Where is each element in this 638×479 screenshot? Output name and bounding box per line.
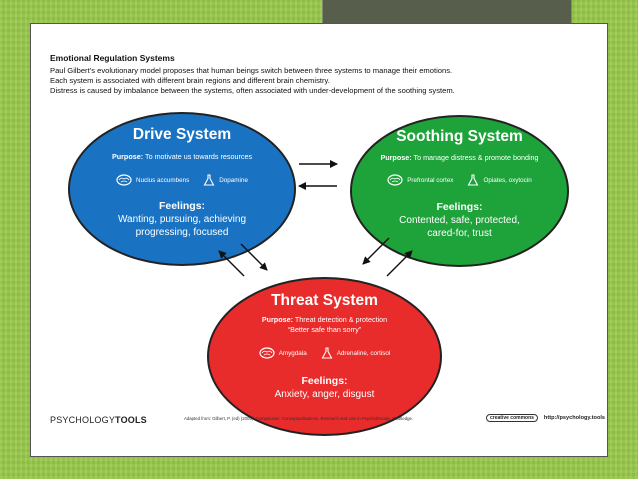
system-arrows [218, 160, 413, 277]
drive-feelings-line-1: Wanting, pursuing, achieving [117, 214, 247, 225]
drive-brain-label: Nuclus accumbens [136, 176, 190, 184]
soothing-brain-label: Prefrontal cortex [407, 176, 454, 184]
threat-brain-label: Amygdala [278, 349, 307, 357]
soothing-purpose-label: Purpose: [380, 153, 412, 162]
source-url[interactable]: http://psychology.tools [543, 415, 606, 421]
brain-icon [259, 347, 275, 359]
intro-line-1: Paul Gilbert’s evolutionary model propos… [50, 66, 453, 75]
soothing-purpose-text: To manage distress & promote bonding [413, 153, 539, 162]
drive-purpose-label: Purpose: [111, 152, 144, 161]
soothing-chem-label: Opiates, oxytocin [483, 176, 532, 184]
threat-brain-item: Amygdala [259, 347, 307, 359]
soothing-purpose: Purpose: To manage distress & promote bo… [352, 153, 567, 162]
drive-brain-item: Nuclus accumbens [116, 174, 189, 186]
soothing-system-ellipse: Soothing System Purpose: To manage distr… [350, 115, 569, 267]
threat-chem-item: Adrenaline, cortisol [321, 347, 391, 359]
psychology-tools-logo: PSYCHOLOGYTOOLS [50, 415, 147, 425]
drive-purpose-text: To motivate us towards resources [144, 152, 253, 161]
drive-system-title: Drive System [132, 126, 232, 143]
intro-line-3: Distress is caused by imbalance between … [50, 86, 455, 95]
logo-text-b: TOOLS [115, 415, 147, 425]
threat-feelings-heading: Feelings: [301, 375, 348, 387]
threat-purpose: Purpose: Threat detection & protection [209, 315, 440, 324]
logo-text-a: PSYCHOLOGY [50, 415, 116, 425]
drive-system-ellipse: Drive System Purpose: To motivate us tow… [68, 112, 296, 266]
drive-chem-label: Dopamine [219, 176, 248, 184]
drive-feelings-heading: Feelings: [158, 200, 206, 212]
soothing-system-title: Soothing System [396, 128, 523, 145]
license-and-url: creative commons http://psychology.tools [486, 414, 605, 422]
soothing-feelings-line-2: cared-for, trust [427, 228, 492, 239]
threat-purpose-text: Threat detection & protection [294, 315, 388, 324]
soothing-feelings-heading: Feelings: [436, 201, 483, 213]
intro-line-2: Each system is associated with different… [50, 76, 330, 85]
threat-purpose-label: Purpose: [261, 315, 293, 324]
threat-items: Amygdala Adrenaline, cortisol [209, 347, 440, 359]
flask-icon [321, 347, 333, 359]
arrow-drive-to-threat [240, 243, 268, 271]
threat-system-title: Threat System [271, 292, 378, 309]
drive-purpose: Purpose: To motivate us towards resource… [70, 152, 294, 161]
soothing-chem-item: Opiates, oxytocin [467, 174, 532, 186]
drive-items: Nuclus accumbens Dopamine [70, 174, 294, 186]
arrow-soothing-to-threat [362, 237, 390, 265]
soothing-brain-item: Prefrontal cortex [387, 174, 453, 186]
threat-purpose-quote: “Better safe than sorry” [287, 325, 362, 334]
flask-icon [203, 174, 215, 186]
brain-icon [387, 174, 403, 186]
flask-icon [468, 174, 479, 186]
worksheet-card: Emotional Regulation Systems Paul Gilber… [30, 23, 608, 457]
threat-feelings-line-1: Anxiety, anger, disgust [274, 389, 375, 400]
brain-icon [116, 174, 132, 186]
drive-feelings-line-2: progressing, focused [135, 227, 229, 238]
creative-commons-badge: creative commons [486, 414, 538, 422]
threat-system-ellipse: Threat System Purpose: Threat detection … [207, 277, 442, 436]
citation: Adapted from: Gilbert, P. (ed) (2005). C… [184, 416, 414, 421]
worksheet-title: Emotional Regulation Systems [50, 53, 175, 63]
soothing-items: Prefrontal cortex Opiates, oxytocin [352, 174, 567, 186]
soothing-feelings-line-1: Contented, safe, protected, [399, 215, 520, 226]
arrow-threat-to-drive [218, 250, 245, 277]
threat-chem-label: Adrenaline, cortisol [336, 349, 391, 357]
drive-chem-item: Dopamine [203, 174, 248, 186]
arrow-threat-to-soothing [386, 250, 413, 277]
